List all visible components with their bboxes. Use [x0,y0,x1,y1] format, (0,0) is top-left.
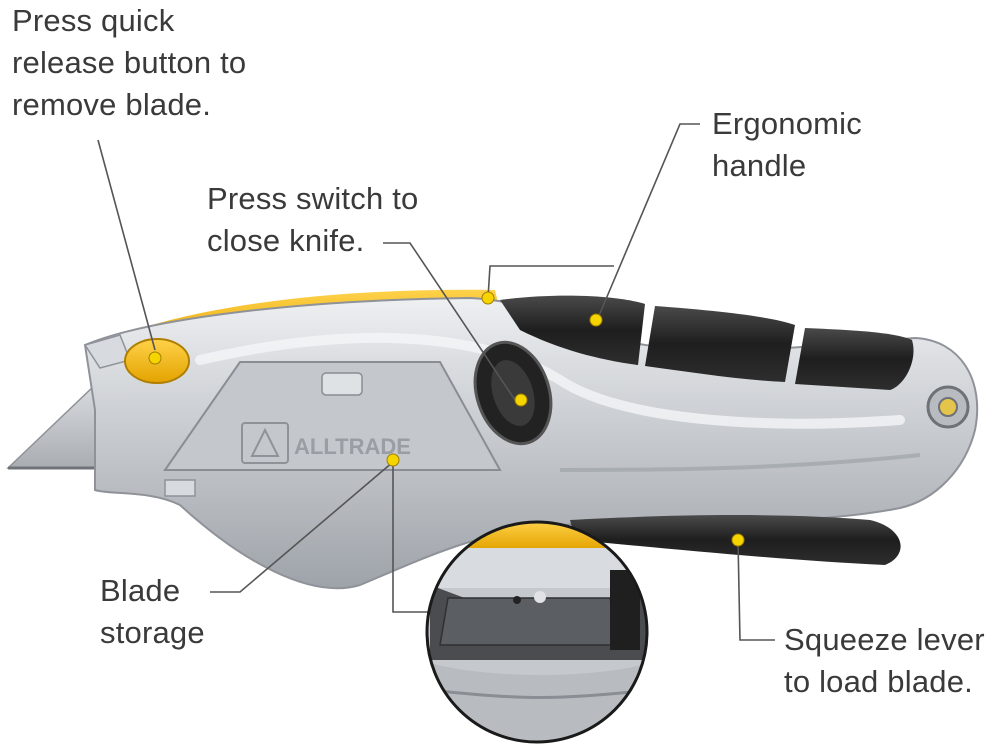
leader-switch [383,242,516,401]
grip-segment-1 [500,295,645,365]
callout-markers [148,291,745,547]
callout-squeeze-lever: Squeeze lever to load blade. [784,619,985,703]
leader-handle-bracket [487,265,614,299]
marker-switch [514,393,528,407]
grip-segment-2 [645,306,795,382]
callout-blade-storage-line-1: Blade [100,573,181,608]
callout-close-switch-line-1: Press switch to [207,181,419,216]
lower-nose-tab [164,479,196,497]
marker-release [148,351,162,365]
callout-close-switch: Press switch to close knife. [207,178,418,262]
callout-squeeze-lever-line-2: to load blade. [784,664,973,699]
leader-handle [597,123,700,319]
marker-handle-top [481,291,495,305]
close-switch-inner [491,360,535,426]
callout-ergonomic-handle-line-2: handle [712,148,807,183]
leader-lever [737,539,775,641]
marker-lever [731,533,745,547]
inset-magnifier [425,520,649,744]
callout-close-switch-line-2: close knife. [207,223,365,258]
callout-ergonomic-handle: Ergonomic handle [712,103,862,187]
rear-screw-center [938,397,958,417]
blade-storage-plate [163,361,502,471]
callout-quick-release: Press quick release button to remove bla… [12,0,246,126]
storage-slider [321,372,363,396]
grip-segment-3 [795,328,914,390]
leader-release [97,139,156,351]
leader-inset [392,462,430,613]
callout-blade-storage-line-2: storage [100,615,205,650]
callout-quick-release-line-2: release button to [12,45,247,80]
callout-squeeze-lever-line-1: Squeeze lever [784,622,985,657]
leader-storage [210,461,394,593]
body-highlight [195,332,905,429]
marker-storage [386,453,400,467]
callout-quick-release-line-1: Press quick [12,3,175,38]
callout-blade-storage: Blade storage [100,570,205,654]
callout-ergonomic-handle-line-1: Ergonomic [712,106,862,141]
callout-quick-release-line-3: remove blade. [12,87,212,122]
marker-handle [589,313,603,327]
leader-lines [97,123,775,641]
body-groove [559,453,921,472]
